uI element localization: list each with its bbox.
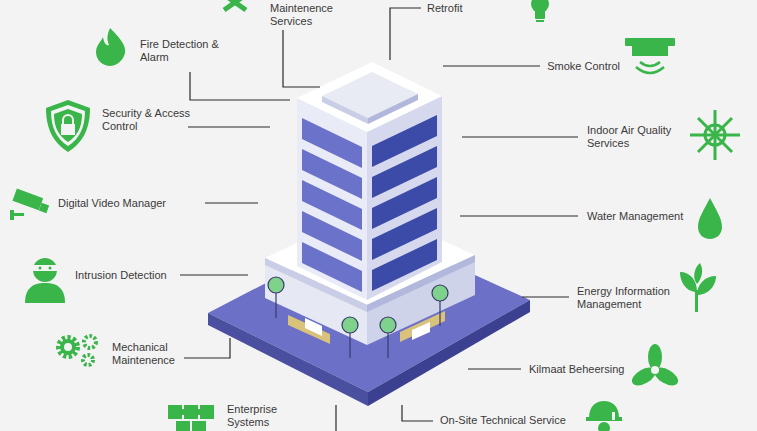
service-label: Mechanical Maintenence bbox=[112, 341, 184, 367]
smoke-detector-icon bbox=[625, 38, 675, 73]
service-label: Enterprise Systems bbox=[227, 403, 291, 429]
tools-icon bbox=[223, 0, 248, 12]
air-quality-icon bbox=[690, 110, 740, 160]
puzzle-icon bbox=[168, 405, 214, 431]
service-label: Kilmaat Beheersing bbox=[529, 363, 624, 376]
fan-icon bbox=[629, 344, 681, 389]
service-label: On-Site Technical Service bbox=[440, 414, 566, 427]
service-label: Intrusion Detection bbox=[75, 269, 167, 282]
tower bbox=[297, 62, 442, 300]
water-drop-icon bbox=[698, 198, 722, 239]
service-label: Maintenence Services bbox=[270, 2, 342, 28]
service-label: Fire Detection & Alarm bbox=[140, 38, 235, 64]
gears-icon bbox=[59, 336, 96, 365]
camera-icon bbox=[10, 189, 49, 220]
technician-icon bbox=[586, 401, 622, 431]
flame-icon bbox=[96, 28, 125, 66]
plant-icon bbox=[680, 263, 716, 312]
service-label: Indoor Air Quality Services bbox=[587, 124, 695, 150]
service-label: Energy Information Management bbox=[577, 285, 689, 311]
service-label: Smoke Control bbox=[547, 60, 620, 73]
intruder-icon bbox=[25, 258, 65, 303]
trees bbox=[268, 277, 448, 358]
shield-icon bbox=[46, 100, 90, 152]
service-label: Retrofit bbox=[427, 2, 462, 15]
service-label: Water Management bbox=[587, 210, 683, 223]
leader-lines bbox=[180, 8, 578, 431]
service-label: Digital Video Manager bbox=[58, 197, 166, 210]
service-icons bbox=[10, 0, 740, 431]
bulb-icon bbox=[531, 0, 549, 22]
service-label: Security & Access Control bbox=[102, 107, 192, 133]
